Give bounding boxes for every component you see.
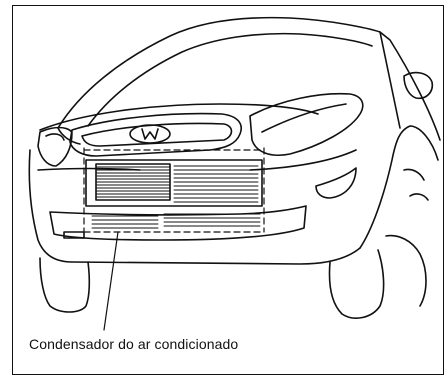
right-tire	[328, 249, 385, 319]
car-side	[359, 125, 439, 307]
condenser-fins	[91, 165, 261, 229]
car-roof	[57, 16, 441, 141]
upper-grille	[69, 112, 242, 157]
condenser-outline	[83, 147, 265, 233]
callout-leader-line	[103, 231, 119, 331]
condenser-grille	[83, 147, 265, 233]
logo-emblem	[129, 124, 171, 144]
front-bumper	[28, 149, 361, 265]
right-headlight	[249, 92, 364, 156]
left-tire	[39, 257, 91, 313]
left-headlight	[37, 126, 73, 167]
car-hood	[39, 103, 319, 145]
condenser-caption: Condensador do ar condicionado	[29, 336, 239, 352]
